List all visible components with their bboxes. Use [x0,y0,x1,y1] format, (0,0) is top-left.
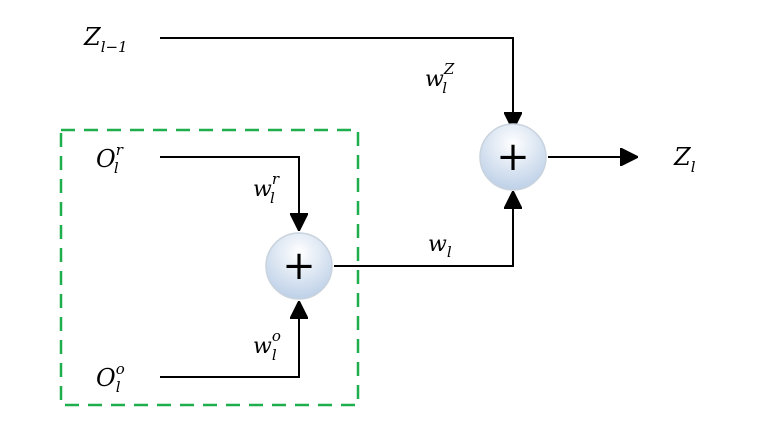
edge-inner-sum-to-top-sum [334,193,513,267]
sum-node-top-symbol: + [496,134,530,180]
sum-node-inner: + [265,232,333,300]
output-z-label: Zl [673,143,696,176]
sum-node-inner-symbol: + [282,243,316,289]
input-z-prev-label: Zl−1 [83,23,128,56]
sum-node-top: + [479,123,547,191]
edge-zprev-to-top-sum [160,37,513,128]
dashed-group-box [59,128,360,407]
weight-wl-label: wl [428,232,452,261]
edge-oo-to-inner-sum [160,303,299,378]
edge-or-to-inner-sum [160,156,299,229]
